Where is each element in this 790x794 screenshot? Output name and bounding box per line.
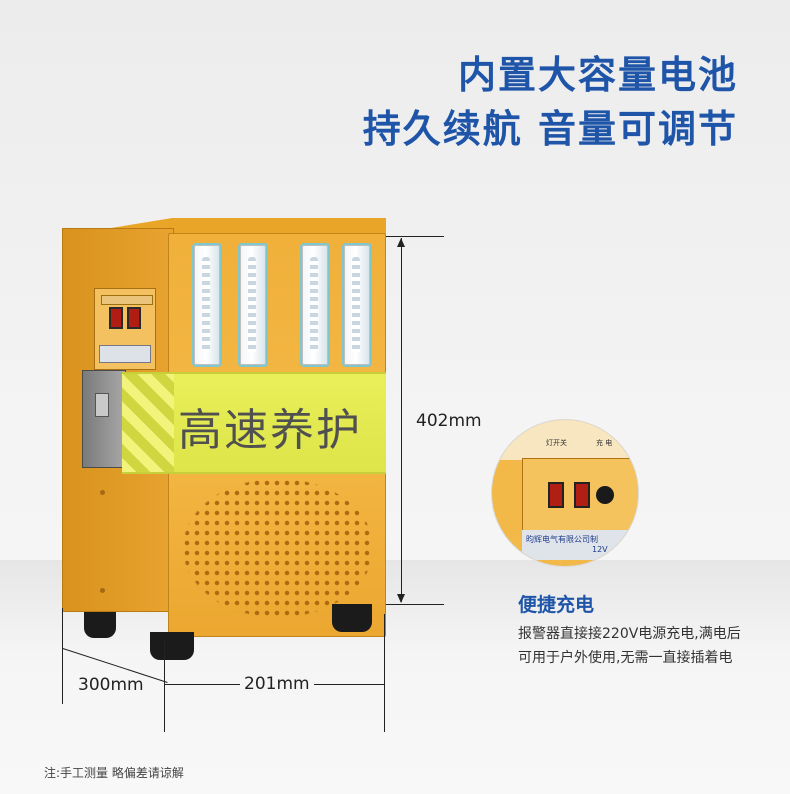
- closeup-light-switch[interactable]: [548, 482, 564, 508]
- width-guide-right: [384, 614, 385, 732]
- height-dimension: 402mm: [416, 411, 482, 431]
- height-line: [401, 238, 402, 602]
- depth-guide: [62, 608, 63, 704]
- depth-dimension: 300mm: [78, 675, 144, 695]
- screw: [100, 490, 105, 495]
- closeup-nameplate-text: 昀辉电气有限公司制: [526, 535, 598, 544]
- closeup-charge-switch[interactable]: [574, 482, 590, 508]
- closeup-switch-label: 灯开关: [546, 439, 567, 447]
- door-latch[interactable]: [82, 370, 126, 468]
- nameplate: [99, 345, 151, 363]
- speaker-grille: [182, 478, 374, 618]
- banner-text: 高速养护: [178, 405, 362, 456]
- light-switch[interactable]: [109, 307, 123, 329]
- height-guide-bottom: [386, 604, 444, 605]
- arrow-up-icon: [397, 238, 405, 247]
- warning-lamp: [300, 243, 330, 367]
- charge-switch[interactable]: [127, 307, 141, 329]
- reflective-stripe: [122, 374, 174, 472]
- height-guide-top: [386, 236, 444, 237]
- feature-description: 报警器直接接220V电源充电,满电后可用于户外使用,无需一直接插着电: [518, 626, 741, 666]
- screw: [100, 588, 105, 593]
- warning-lamp: [342, 243, 372, 367]
- closeup-label-strip: [492, 420, 638, 460]
- closeup-nameplate: 昀辉电气有限公司制 12V: [522, 530, 638, 560]
- warning-lamp: [192, 243, 222, 367]
- measurement-note: 注:手工测量 略偏差请谅解: [44, 766, 184, 780]
- cabinet-foot: [150, 632, 194, 660]
- reflective-banner: 高速养护: [122, 372, 386, 474]
- closeup-charge-label: 充 电: [596, 439, 613, 447]
- side-panel-label: [101, 295, 153, 305]
- charging-port-closeup: 灯开关 充 电 昀辉电气有限公司制 12V: [492, 420, 638, 566]
- headline-line-2: 持久续航 音量可调节: [362, 107, 738, 151]
- width-dimension: 201mm: [240, 674, 314, 694]
- feature-title: 便捷充电: [518, 594, 595, 616]
- latch-slot: [95, 393, 109, 417]
- headline-line-1: 内置大容量电池: [457, 53, 738, 97]
- power-jack-icon[interactable]: [596, 486, 614, 504]
- closeup-voltage: 12V: [592, 545, 608, 554]
- arrow-down-icon: [397, 594, 405, 603]
- warning-lamp: [238, 243, 268, 367]
- width-guide-left: [164, 640, 165, 732]
- cabinet-foot: [84, 612, 116, 638]
- side-control-panel: [94, 288, 156, 370]
